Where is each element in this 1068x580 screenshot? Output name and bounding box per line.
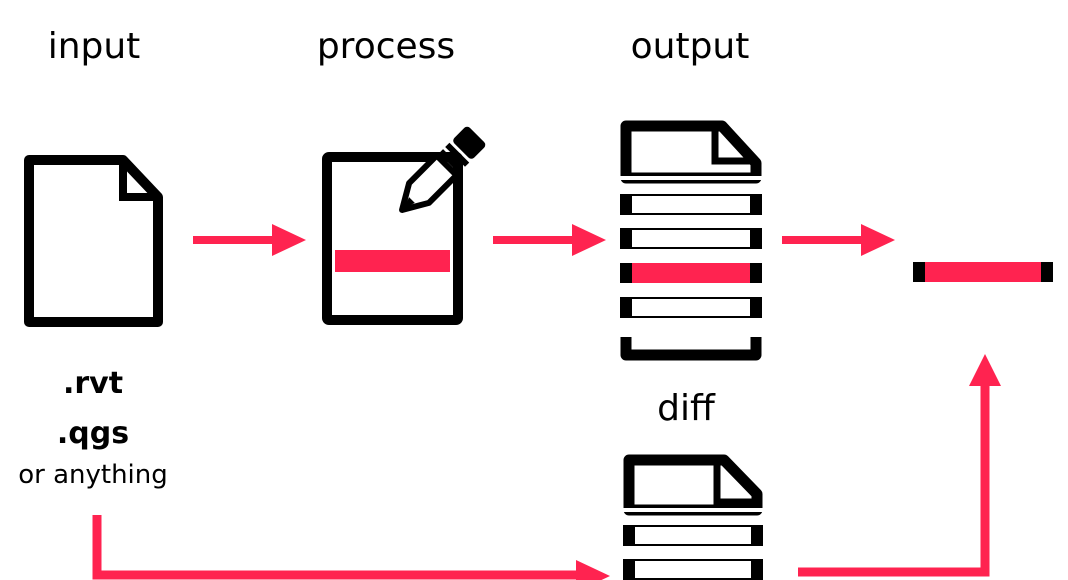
format-qgs: .qgs — [56, 416, 130, 451]
pencil-icon — [399, 126, 486, 213]
output-line — [620, 297, 762, 318]
diff-document-icon — [623, 454, 765, 580]
diff-line — [623, 559, 763, 580]
output-line — [620, 228, 762, 249]
label-output: output — [630, 26, 750, 67]
output-line — [620, 194, 762, 215]
arrow-process-to-output — [493, 224, 606, 256]
changed-line — [335, 250, 450, 272]
label-diff: diff — [657, 388, 715, 429]
input-document-icon — [24, 155, 163, 327]
arrow-input-to-process — [193, 224, 306, 256]
arrow-input-to-diff — [92, 515, 610, 580]
label-input: input — [47, 26, 141, 67]
diff-line — [623, 525, 763, 546]
label-process: process — [316, 26, 456, 67]
output-line-changed — [620, 263, 762, 283]
output-document-icon — [620, 120, 762, 361]
arrow-diff-to-result — [798, 354, 1001, 577]
format-rvt: .rvt — [62, 366, 124, 401]
format-note: or anything — [18, 460, 168, 490]
extracted-line — [913, 262, 1053, 282]
arrow-output-to-result — [782, 224, 895, 256]
